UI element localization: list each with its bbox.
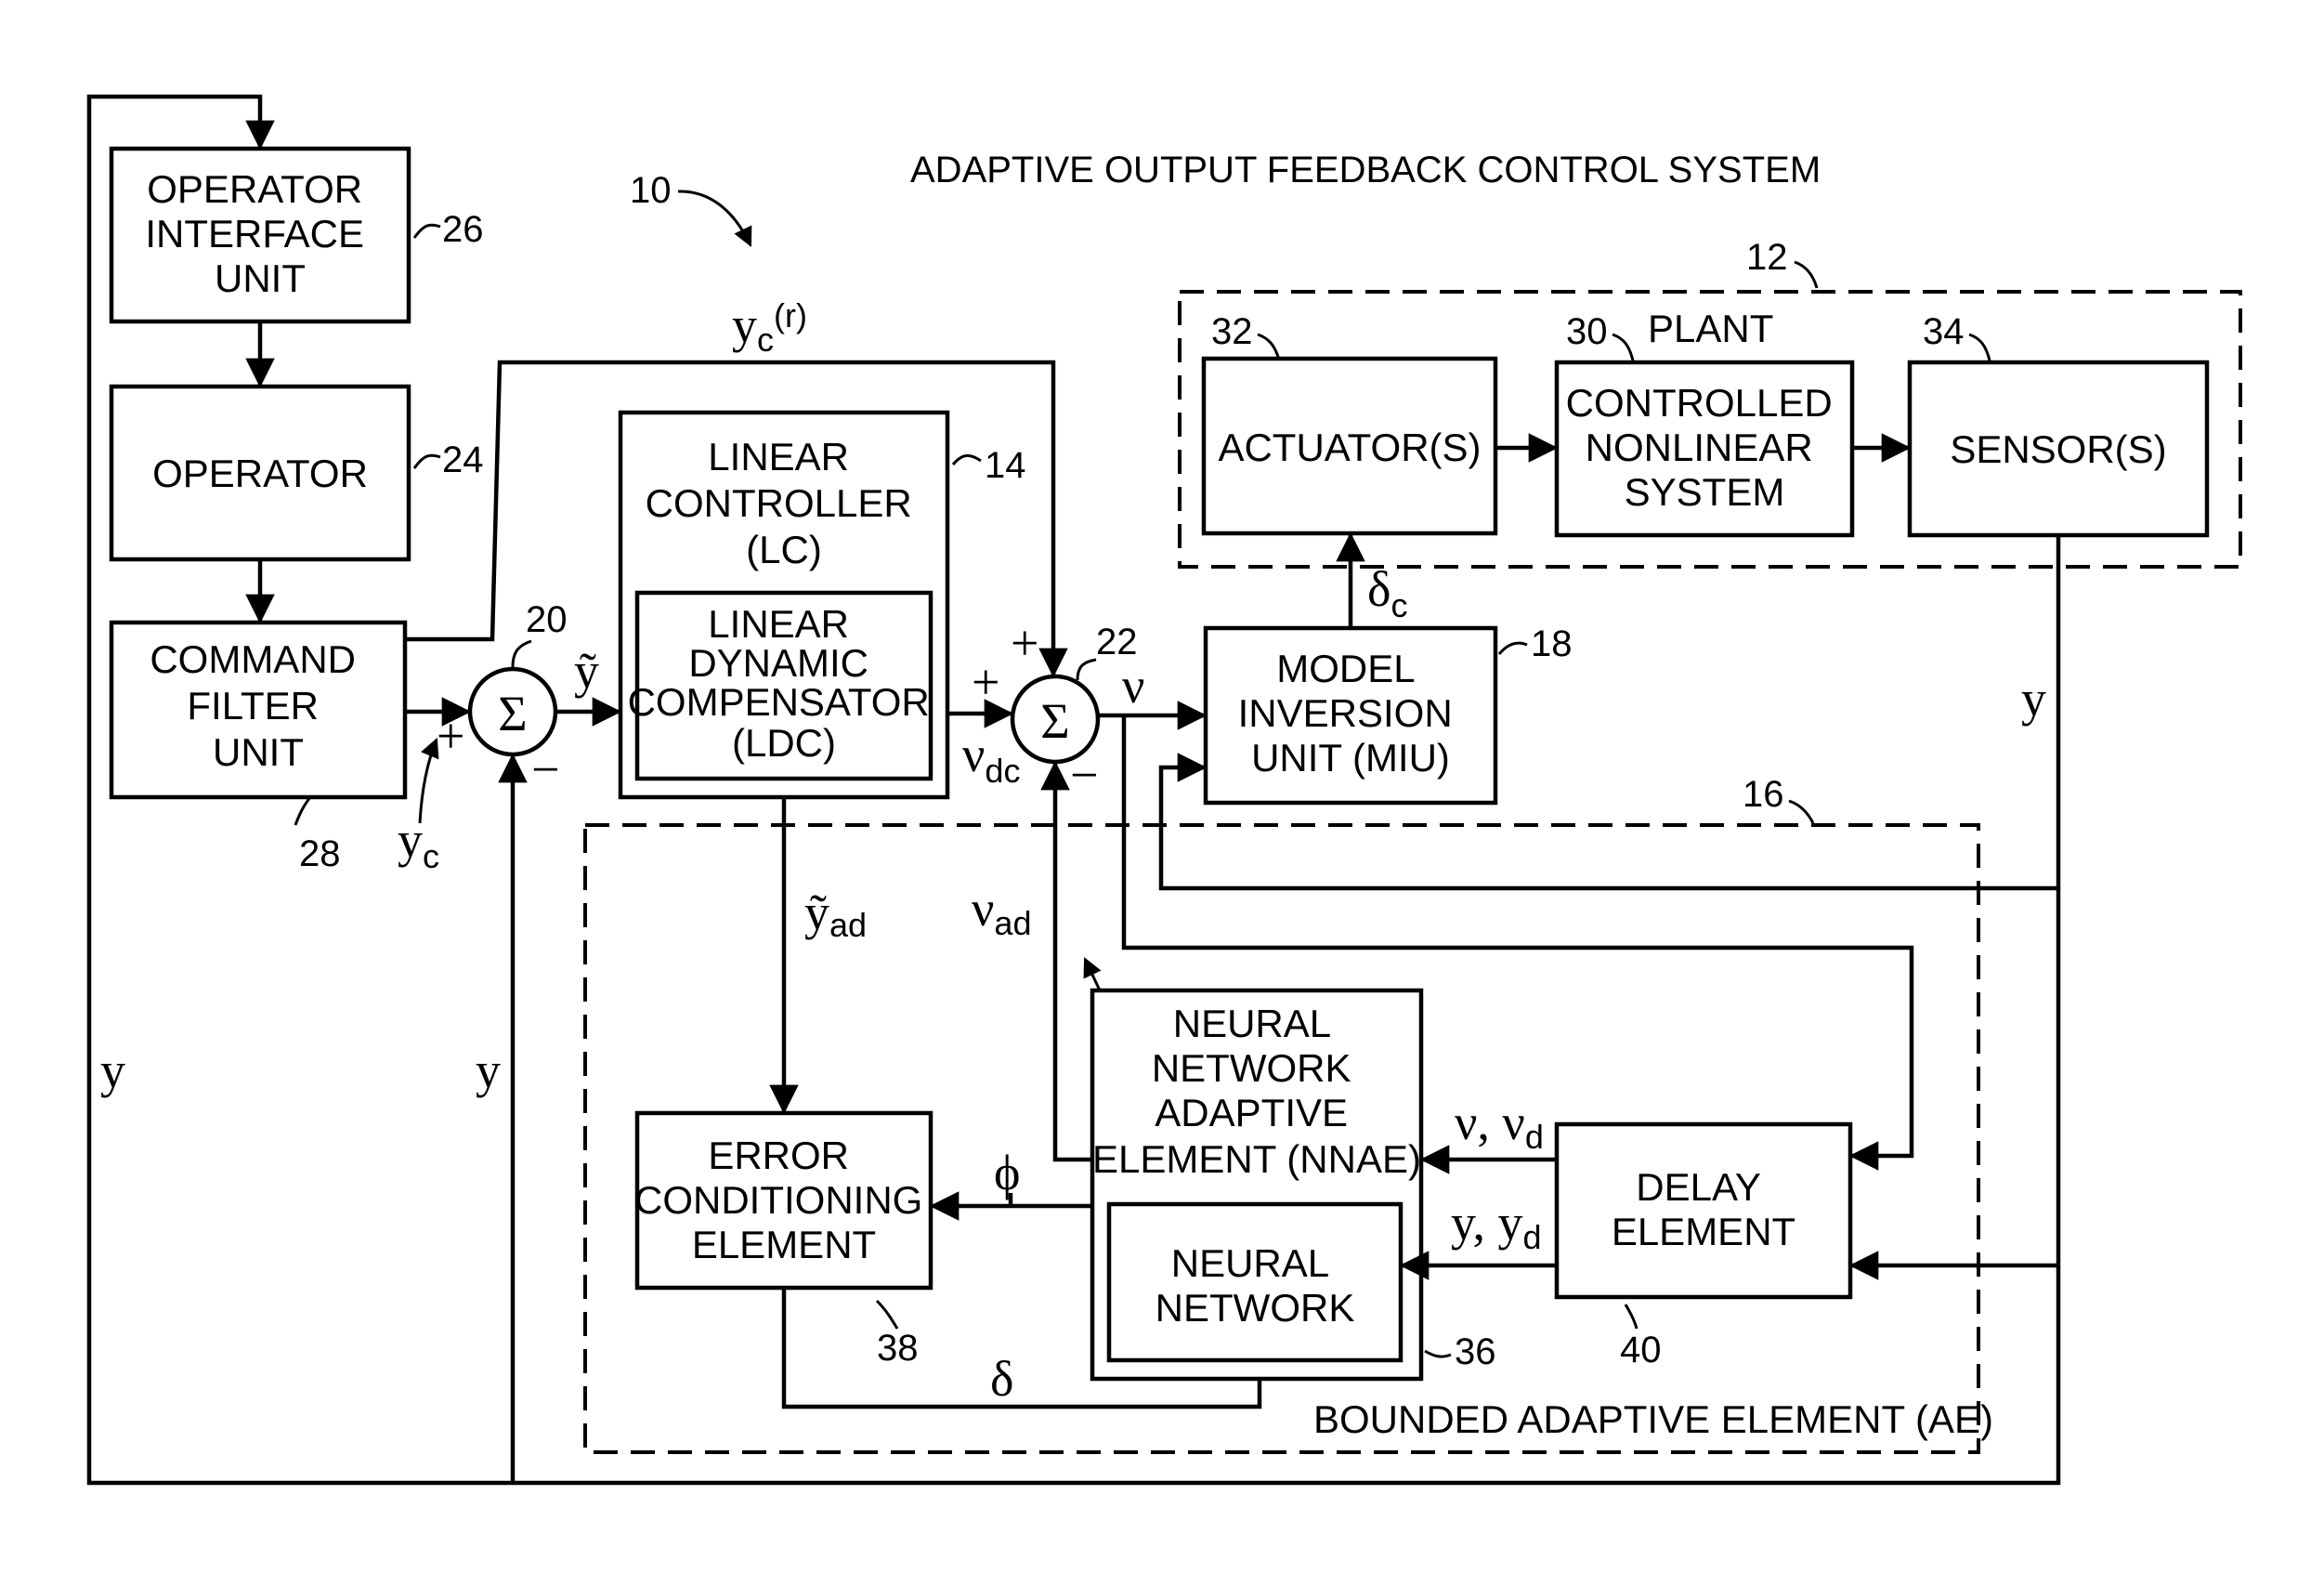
label-nuad: νad	[972, 881, 1031, 942]
ref-error-conditioning: 38	[877, 1328, 919, 1369]
adaptive-element-label: BOUNDED ADAPTIVE ELEMENT (AE)	[1313, 1397, 1993, 1441]
leader-32	[1258, 334, 1278, 357]
leader-24	[414, 455, 440, 468]
ref-system-arrow	[678, 191, 751, 245]
sign-plus-sum22-top: +	[1011, 615, 1038, 671]
sigma-symbol-22: Σ	[1040, 693, 1069, 749]
delay-element-label: DELAY ELEMENT	[1612, 1165, 1795, 1253]
ref-sum22: 22	[1096, 622, 1138, 662]
label-ycr: yc(r)	[732, 296, 807, 359]
yc-pointer	[420, 740, 437, 823]
label-deltac: δc	[1367, 561, 1407, 624]
leader-16	[1789, 801, 1813, 823]
leader-18	[1499, 643, 1527, 654]
neural-network-label: NEURAL NETWORK	[1155, 1241, 1355, 1330]
ref-delay: 40	[1620, 1330, 1662, 1370]
label-nu-nud: ν, νd	[1455, 1095, 1544, 1156]
leader-34	[1969, 334, 1990, 360]
leader-40	[1625, 1304, 1637, 1329]
ref-miu: 18	[1531, 623, 1573, 664]
operator-label: OPERATOR	[152, 452, 368, 495]
leader-36	[1425, 1351, 1451, 1357]
leader-20	[513, 641, 531, 667]
label-yc: yc	[398, 812, 439, 875]
leader-22	[1077, 660, 1096, 680]
ref-command-filter: 28	[299, 833, 341, 874]
label-yad: ỹad	[804, 885, 867, 944]
sensor-label: SENSOR(S)	[1950, 427, 2166, 471]
label-y-sum20: y	[476, 1042, 501, 1098]
label-nudc: νdc	[962, 727, 1020, 790]
plant-label: PLANT	[1648, 307, 1773, 350]
diagram-title: ADAPTIVE OUTPUT FEEDBACK CONTROL SYSTEM	[910, 150, 1821, 190]
ref-linear-controller: 14	[985, 445, 1026, 486]
sign-plus-sum22-left: +	[972, 654, 999, 710]
ref-operator: 24	[442, 439, 484, 480]
leader-12	[1795, 262, 1817, 288]
label-y-outer: y	[100, 1042, 125, 1098]
leader-26	[414, 225, 440, 238]
nnae-adapt-arrow	[1085, 959, 1100, 990]
leader-28	[295, 797, 310, 825]
sign-minus-sum22: −	[1070, 747, 1098, 803]
label-y-yd: y, yd	[1451, 1195, 1542, 1256]
ref-adaptive-element: 16	[1743, 774, 1784, 815]
sign-minus-sum20: −	[531, 741, 559, 797]
ref-controlled-system: 30	[1566, 311, 1608, 352]
label-delta: δ	[990, 1351, 1013, 1407]
label-ytilde: ỹ	[574, 643, 599, 699]
ref-nnae: 36	[1455, 1331, 1496, 1372]
ref-sum20: 20	[526, 599, 568, 640]
sign-plus-sum20: +	[437, 708, 464, 764]
label-y-sensor: y	[2021, 671, 2046, 727]
leader-30	[1612, 334, 1633, 360]
sigma-symbol-20: Σ	[498, 686, 527, 741]
leader-14	[953, 455, 981, 465]
ref-actuator: 32	[1211, 311, 1253, 352]
label-nu: ν	[1122, 658, 1144, 714]
leader-38	[877, 1301, 897, 1329]
ref-plant: 12	[1746, 237, 1788, 278]
ref-system: 10	[630, 170, 672, 211]
actuator-label: ACTUATOR(S)	[1218, 426, 1481, 469]
ref-operator-interface: 26	[442, 209, 484, 250]
ref-sensor: 34	[1923, 311, 1965, 352]
label-phi: ϕ	[994, 1145, 1020, 1200]
